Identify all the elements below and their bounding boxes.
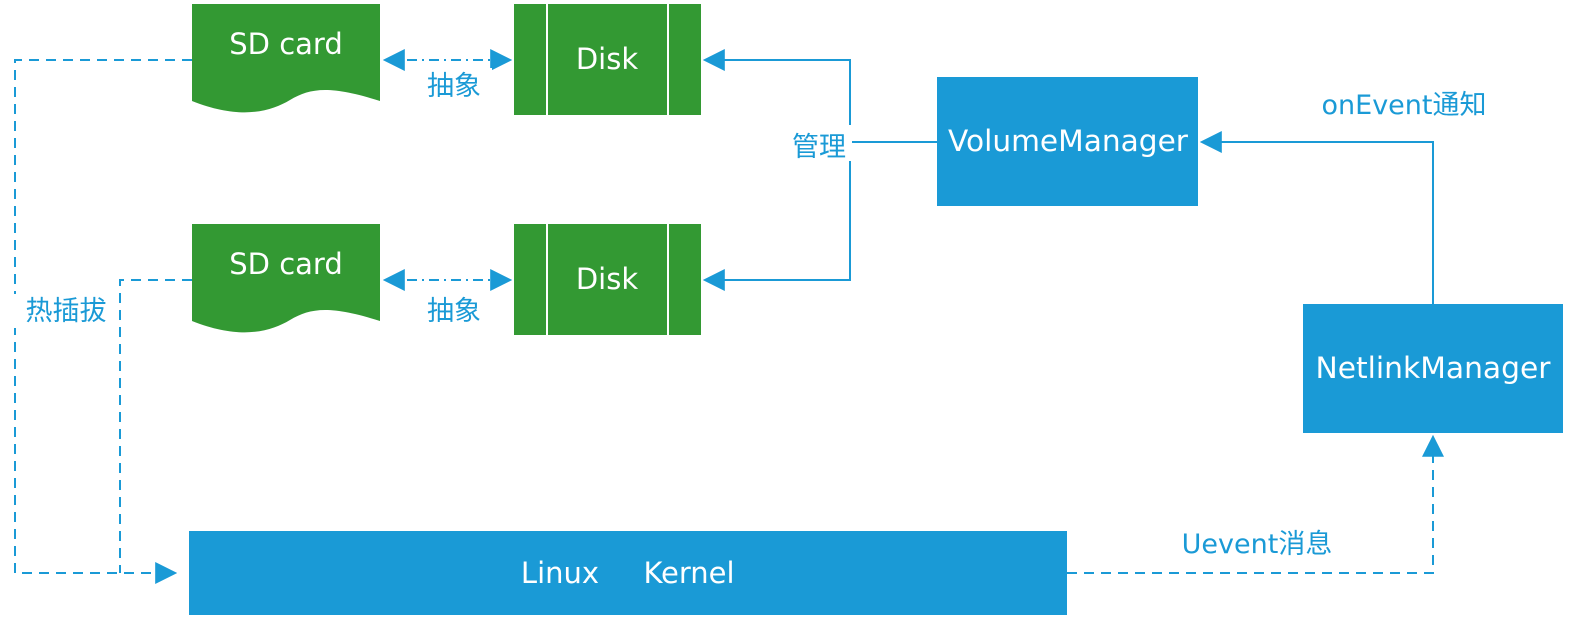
manage-arrow-2	[702, 142, 851, 291]
hotplug-label: 热插拔	[26, 296, 107, 327]
sd-card-node-1: SD card	[192, 4, 380, 113]
disk-node-2: Disk	[514, 224, 701, 335]
uevent-label: Uevent消息	[1182, 529, 1333, 560]
hotplug-line-2	[119, 279, 192, 573]
on-event-arrow	[1199, 131, 1434, 304]
abstract-label-1: 抽象	[427, 71, 481, 102]
manage-label: 管理	[792, 132, 846, 163]
disk-node-1: Disk	[514, 4, 701, 115]
on-event-label: onEvent通知	[1322, 90, 1487, 121]
sd-card-label-2: SD card	[229, 247, 343, 281]
linux-kernel-label-1: Linux	[521, 556, 599, 590]
linux-kernel-label-2: Kernel	[643, 556, 734, 590]
uevent-arrow	[1067, 434, 1444, 574]
volume-manager-node: VolumeManager	[937, 77, 1198, 206]
abstract-label-2: 抽象	[427, 296, 481, 327]
linux-kernel-node: Linux Kernel	[189, 531, 1067, 615]
netlink-manager-node: NetlinkManager	[1303, 304, 1563, 433]
disk-label-2: Disk	[576, 262, 638, 296]
sd-card-node-2: SD card	[192, 224, 380, 333]
netlink-manager-label: NetlinkManager	[1316, 351, 1551, 385]
sd-card-label-1: SD card	[229, 27, 343, 61]
disk-label-1: Disk	[576, 42, 638, 76]
manage-arrow-1	[702, 49, 851, 142]
volume-manager-label: VolumeManager	[948, 124, 1188, 158]
